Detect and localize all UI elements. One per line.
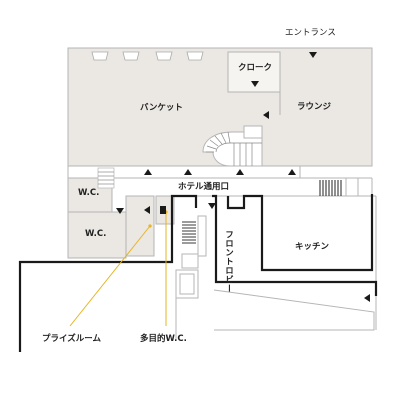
entrance-label: エントランス xyxy=(285,28,336,38)
kitchen-label: キッチン xyxy=(295,242,330,252)
hotel-entrance-label: ホテル通用口 xyxy=(178,182,230,192)
multi-wc-label: 多目的W.C. xyxy=(140,334,187,344)
arrow-lobby-left xyxy=(364,294,370,302)
arrow-corridor-3 xyxy=(236,169,244,175)
arrow-corridor-1 xyxy=(144,169,152,175)
arrow-corridor-2 xyxy=(184,169,192,175)
wc-lower-label: W.C. xyxy=(85,229,107,239)
left-stairs xyxy=(97,167,115,189)
leader-lines xyxy=(69,212,167,327)
prize-room-marker xyxy=(160,206,166,214)
column-row xyxy=(91,51,204,61)
arrow-lounge-left xyxy=(263,111,269,119)
prize-room-label: プライズルーム xyxy=(42,334,101,344)
banquet-label: バンケット xyxy=(140,103,183,113)
black-walls xyxy=(18,194,378,352)
front-lobby-label: フロントロビー xyxy=(223,230,234,293)
arrow-cloak-down xyxy=(251,81,259,87)
arrow-hotel-down xyxy=(208,203,216,209)
staircase xyxy=(202,131,263,167)
arrow-wc-left xyxy=(144,206,150,214)
center-stairs xyxy=(182,221,196,244)
arrows xyxy=(116,52,370,302)
lobby-furniture xyxy=(175,215,375,340)
right-stairs xyxy=(319,180,342,196)
banquet-lounge-area xyxy=(67,47,373,167)
wc-upper-label: W.C. xyxy=(78,188,100,198)
arrow-entrance-down xyxy=(309,52,317,58)
cloak-label: クローク xyxy=(238,63,273,73)
lounge-label: ラウンジ xyxy=(297,102,332,112)
wc-lower-room xyxy=(67,211,127,259)
arrow-wc-down xyxy=(116,208,124,214)
arrow-corridor-4 xyxy=(288,169,296,175)
